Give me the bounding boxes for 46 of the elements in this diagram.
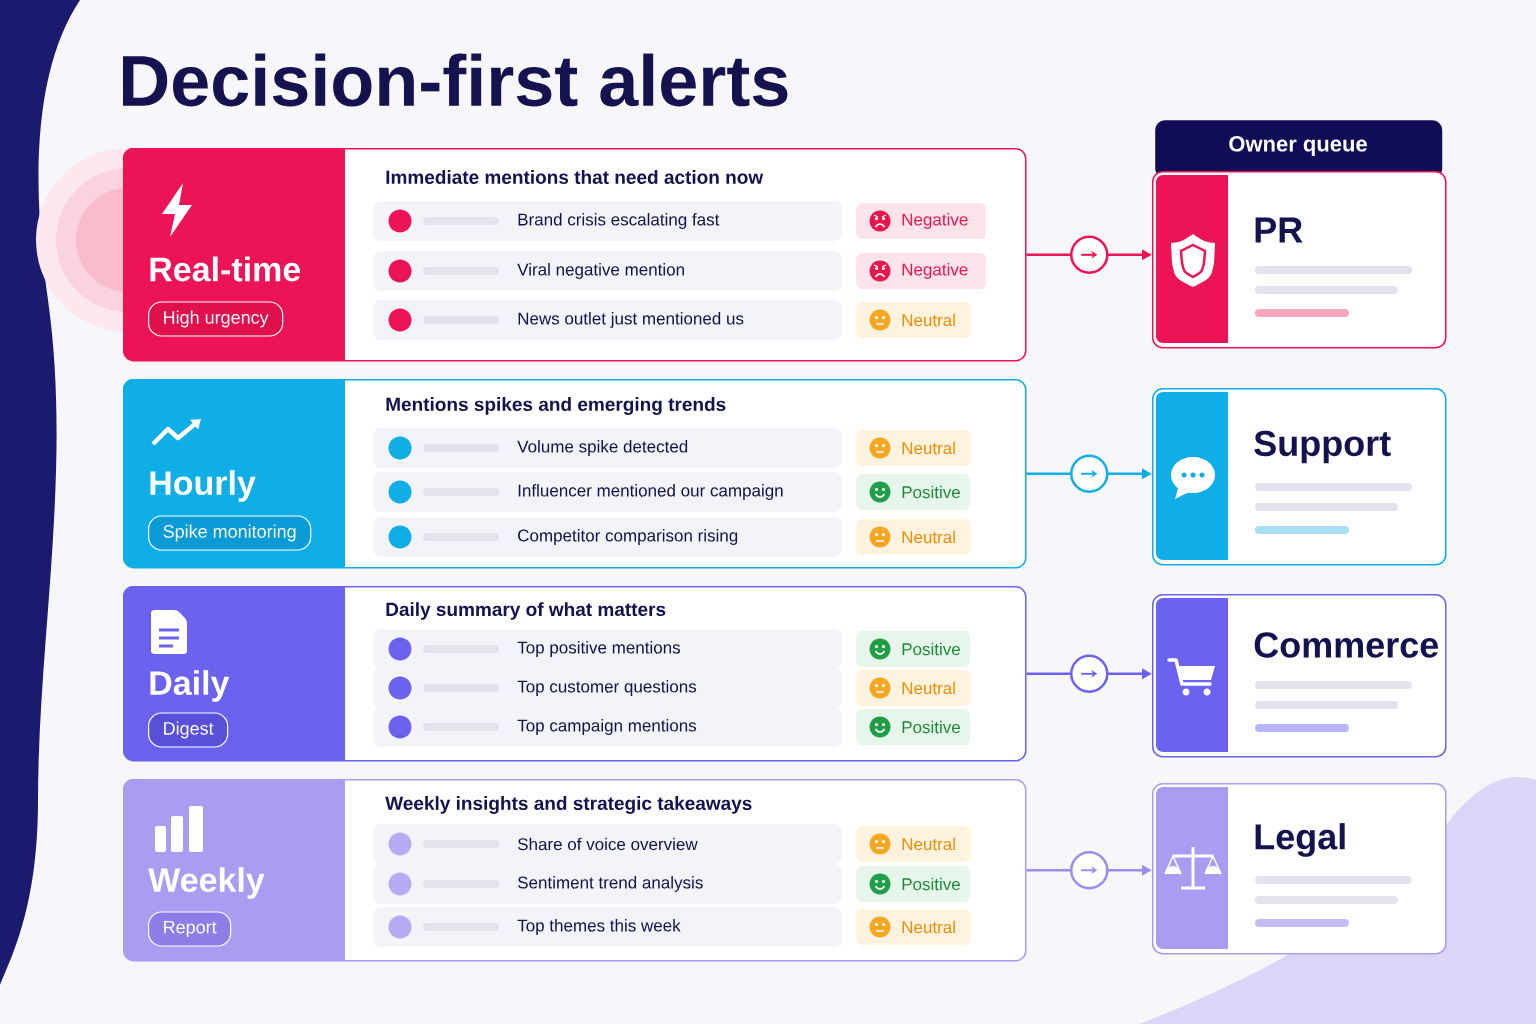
sentiment-chip: Positive: [856, 474, 971, 510]
tier-name: Real-time: [150, 256, 301, 282]
mention-row: Influencer mentioned our campaign: [373, 472, 843, 512]
mention-row: Competitor comparison rising: [373, 517, 843, 557]
mention-row: Top positive mentions: [373, 629, 843, 669]
card-heading: Immediate mentions that need action now: [386, 170, 764, 184]
mention-row: Top campaign mentions: [373, 707, 843, 747]
tag-pill: Digest: [148, 712, 229, 748]
sentiment-chip: Negative: [856, 253, 987, 289]
sentiment-chip: Negative: [856, 203, 987, 239]
queue-name: PR: [1255, 217, 1303, 243]
node-label: Top positive mentions: [517, 641, 681, 657]
mention-row: Share of voice overview: [373, 824, 843, 864]
tier-name: Weekly: [148, 867, 265, 899]
sentiment-chip: Neutral: [856, 670, 971, 706]
tag-pill: Spike monitoring: [148, 515, 312, 551]
mention-row: Top themes this week: [373, 907, 843, 947]
sentiment-chip: Neutral: [856, 302, 971, 338]
mention-row: Sentiment trend analysis: [373, 864, 843, 904]
sentiment-chip: Neutral: [856, 909, 971, 945]
card-heading: Weekly insights and strategic takeaways: [385, 796, 752, 814]
queue-name: Legal: [1255, 823, 1345, 857]
sentiment-chip: Neutral: [856, 826, 971, 862]
mention-row: Brand crisis escalating fast: [373, 201, 843, 241]
card-heading: Daily summary of what matters: [386, 602, 666, 620]
mention-row: Top customer questions: [373, 668, 843, 708]
mention-row: Viral negative mention: [373, 251, 843, 291]
title: Decision-first alerts: [123, 53, 788, 107]
mention-row: News outlet just mentioned us: [373, 300, 843, 340]
node-label: Top campaign mentions: [517, 719, 697, 735]
node-label: Share of voice overview: [517, 837, 698, 851]
node-label: Sentiment trend analysis: [517, 876, 703, 892]
queue-name: Commerce: [1254, 632, 1439, 658]
sentiment-chip: Positive: [856, 631, 971, 667]
tier-name: Hourly: [150, 470, 256, 502]
sentiment-chip: Positive: [856, 709, 971, 745]
queue-name: Support: [1254, 430, 1391, 464]
sentiment-chip: Positive: [856, 866, 971, 902]
mention-row: Volume spike detected: [373, 428, 843, 468]
tier-name: Daily: [150, 670, 230, 702]
tag-pill: Report: [148, 911, 232, 947]
card-heading: Mentions spikes and emerging trends: [386, 397, 726, 415]
node-label: Top customer questions: [517, 680, 697, 696]
sentiment-chip: Neutral: [856, 430, 971, 466]
sentiment-chip: Neutral: [856, 519, 971, 555]
tag-pill: High urgency: [148, 301, 284, 337]
